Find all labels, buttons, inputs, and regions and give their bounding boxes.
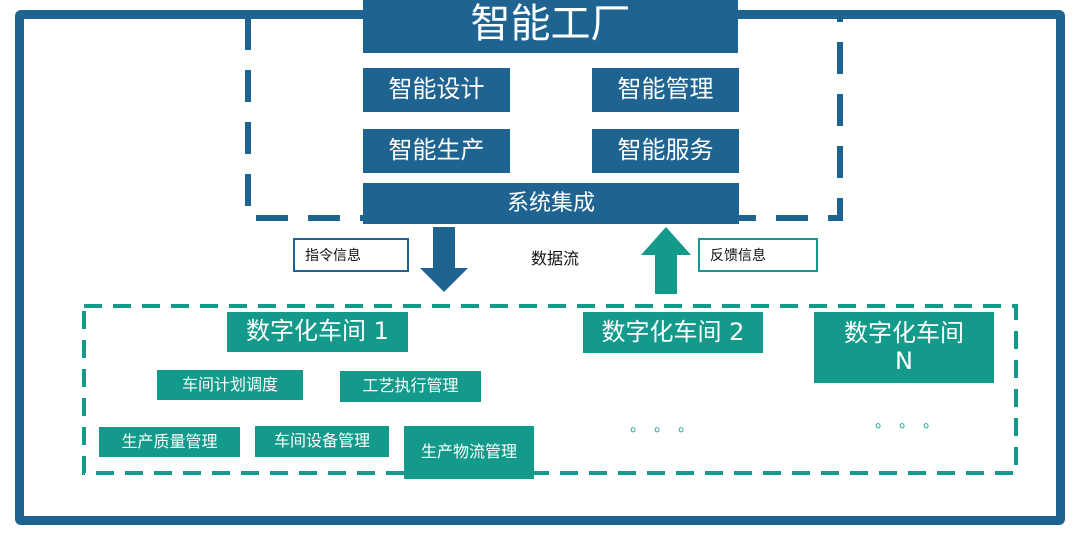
module-smart-management: 智能管理 xyxy=(592,68,739,112)
command-info-label: 指令信息 xyxy=(293,238,409,272)
module-smart-design: 智能设计 xyxy=(363,68,510,112)
module-smart-service: 智能服务 xyxy=(592,129,739,173)
dataflow-label: 数据流 xyxy=(530,249,579,268)
workshop-n-title: 数字化车间 N xyxy=(814,312,994,383)
module-quality-management: 生产质量管理 xyxy=(99,427,240,457)
workshop-2-title: 数字化车间 2 xyxy=(583,312,763,353)
module-logistics-management: 生产物流管理 xyxy=(404,426,534,479)
workshop-1-title: 数字化车间 1 xyxy=(227,312,408,352)
system-integration: 系统集成 xyxy=(363,183,739,224)
feedback-info-label: 反馈信息 xyxy=(698,238,818,272)
module-plan-scheduling: 车间计划调度 xyxy=(157,370,303,400)
module-equipment-management: 车间设备管理 xyxy=(255,426,389,457)
module-smart-production: 智能生产 xyxy=(363,129,510,173)
module-process-execution: 工艺执行管理 xyxy=(340,371,481,402)
workshop-n-ellipsis: 。。。 xyxy=(874,412,955,431)
workshop-2-ellipsis: 。。。 xyxy=(629,416,710,435)
factory-title: 智能工厂 xyxy=(363,0,738,53)
